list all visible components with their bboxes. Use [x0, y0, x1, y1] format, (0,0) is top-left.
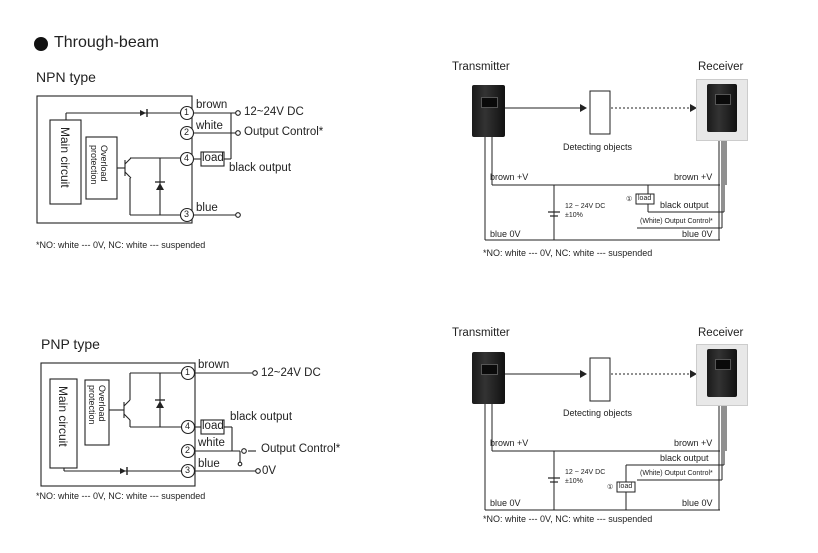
pnp-wire-blue: blue	[198, 458, 220, 470]
bottom-footnote: *NO: white --- 0V, NC: white --- suspend…	[483, 514, 653, 524]
pnp-type-label: PNP type	[41, 336, 100, 352]
npn-overload-line2: protection	[89, 145, 99, 185]
bottom-detecting-objects-label: Detecting objects	[563, 408, 633, 418]
pnp-sensor-box	[40, 362, 196, 487]
bottom-transmitter-sensor-image	[472, 352, 505, 404]
pnp-overload-line2: protection	[87, 385, 97, 425]
bottom-receiver-sensor-image	[696, 344, 748, 406]
pnp-wire-white: white	[198, 437, 225, 449]
page-title: Through-beam	[54, 34, 159, 51]
top-black-output: black output	[660, 200, 709, 210]
top-blue-left: blue 0V	[490, 229, 521, 239]
npn-type-label: NPN type	[36, 69, 96, 85]
bottom-receiver-label: Receiver	[698, 327, 744, 339]
top-load-number: ①	[626, 196, 633, 203]
top-blue-right: blue 0V	[682, 229, 713, 239]
pnp-pin-2: 2	[185, 445, 191, 455]
npn-wire-brown: brown	[196, 99, 228, 111]
top-supply-line1: 12 ~ 24V DC	[565, 203, 606, 210]
pnp-output-control-label: Output Control*	[261, 443, 341, 455]
npn-main-circuit-label: Main circuit	[58, 127, 72, 188]
npn-overload-line1: Overload	[99, 145, 109, 182]
section-bullet	[34, 37, 48, 51]
bottom-white-output: (White) Output Control*	[640, 470, 713, 477]
bottom-supply-line2: ±10%	[565, 478, 583, 485]
npn-footnote: *NO: white --- 0V, NC: white --- suspend…	[36, 240, 206, 250]
bottom-blue-left: blue 0V	[490, 498, 521, 508]
top-white-output: (White) Output Control*	[640, 218, 713, 225]
pnp-black-output-label: black output	[230, 411, 293, 423]
pnp-wire-brown: brown	[198, 359, 230, 371]
npn-supply-label: 12~24V DC	[244, 106, 304, 118]
npn-wire-white: white	[196, 120, 223, 132]
bottom-load-label: load	[619, 483, 633, 490]
top-load-label: load	[638, 195, 652, 202]
npn-pin-1: 1	[184, 107, 190, 117]
npn-wire-blue: blue	[196, 202, 218, 214]
pnp-footnote: *NO: white --- 0V, NC: white --- suspend…	[36, 491, 206, 501]
top-footnote: *NO: white --- 0V, NC: white --- suspend…	[483, 248, 653, 258]
bottom-transmitter-label: Transmitter	[452, 327, 510, 339]
top-transmitter-label: Transmitter	[452, 61, 510, 73]
top-transmitter-sensor-image	[472, 85, 505, 137]
bottom-black-output: black output	[660, 453, 709, 463]
pnp-supply-label: 12~24V DC	[261, 367, 321, 379]
npn-load-label: load	[202, 152, 224, 164]
npn-pin-2: 2	[184, 127, 190, 137]
bottom-brown-right: brown +V	[674, 438, 713, 448]
bottom-supply-line1: 12 ~ 24V DC	[565, 469, 606, 476]
pnp-load-label: load	[202, 420, 224, 432]
npn-output-control-label: Output Control*	[244, 126, 324, 138]
pnp-pin-3: 3	[185, 465, 191, 475]
top-brown-left: brown +V	[490, 172, 529, 182]
top-detecting-objects-label: Detecting objects	[563, 142, 633, 152]
npn-black-output-label: black output	[229, 162, 292, 174]
bottom-brown-left: brown +V	[490, 438, 529, 448]
detecting-object-bottom	[589, 357, 611, 402]
npn-pin-3: 3	[184, 209, 190, 219]
bottom-load-number: ①	[607, 484, 614, 491]
pnp-overload-line1: Overload	[97, 385, 107, 422]
bottom-blue-right: blue 0V	[682, 498, 713, 508]
npn-pin-4: 4	[184, 153, 190, 163]
top-brown-right: brown +V	[674, 172, 713, 182]
pnp-main-circuit-label: Main circuit	[56, 386, 70, 447]
top-supply-line2: ±10%	[565, 212, 583, 219]
pnp-pin-4: 4	[185, 421, 191, 431]
top-receiver-sensor-image	[696, 79, 748, 141]
top-receiver-label: Receiver	[698, 61, 744, 73]
pnp-pin-1: 1	[185, 367, 191, 377]
detecting-object-top	[589, 90, 611, 135]
pnp-zero-v-label: 0V	[262, 465, 277, 477]
